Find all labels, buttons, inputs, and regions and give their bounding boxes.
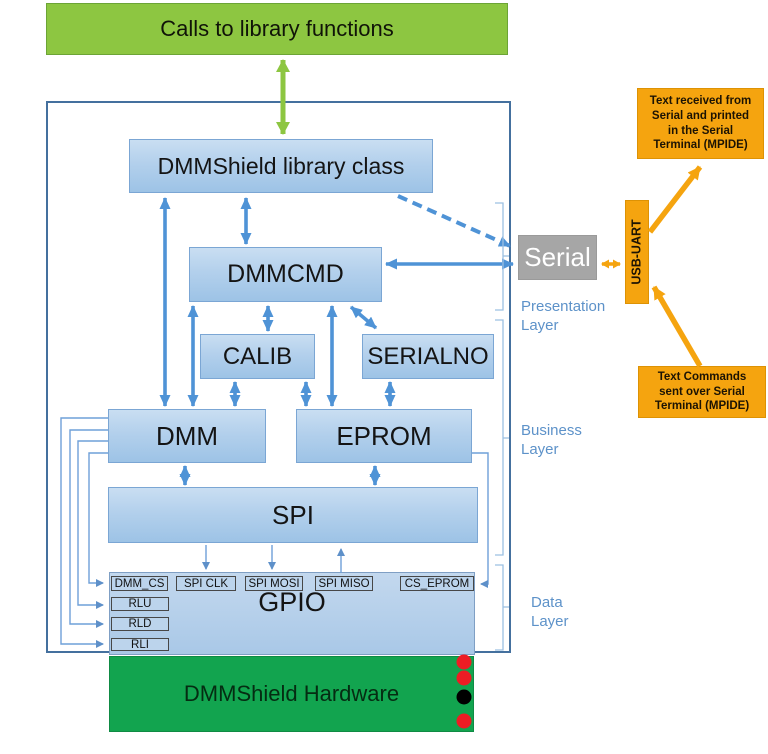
note-commands-line1: Text Commands <box>657 370 747 383</box>
note-commands-line2: sent over Serial <box>659 385 745 398</box>
usb-uart-label: USB-UART <box>630 219 644 285</box>
note-commands-line3: Terminal (MPIDE) <box>654 400 750 413</box>
hardware-label: DMMShield Hardware <box>183 681 400 706</box>
pin-rld: RLD <box>111 617 169 631</box>
pin-spi-miso: SPI MISO <box>315 576 373 591</box>
note-received-line4: Terminal (MPIDE) <box>653 139 748 152</box>
spi-label: SPI <box>272 499 314 530</box>
serial-box: Serial <box>518 235 597 280</box>
note-text-received: Text received from Serial and printed in… <box>637 88 764 159</box>
pin-cs-eprom: CS_EPROM <box>400 576 474 591</box>
calls-to-library-box: Calls to library functions <box>46 3 508 55</box>
orange-arrows <box>601 165 703 368</box>
calib-label: CALIB <box>222 342 293 370</box>
pin-dmm-cs: DMM_CS <box>111 576 168 591</box>
note-received-line3: in the Serial <box>667 124 734 137</box>
gpio-label: GPIO <box>258 587 326 617</box>
library-class-box: DMMShield library class <box>129 139 433 193</box>
eprom-label: EPROM <box>336 420 432 451</box>
serial-label: Serial <box>524 242 591 272</box>
serialno-label: SERIALNO <box>367 342 489 370</box>
note-received-line1: Text received from <box>649 95 752 108</box>
pin-spi-mosi: SPI MOSI <box>245 576 303 591</box>
serialno-box: SERIALNO <box>362 334 494 379</box>
business-layer-label: Business Layer <box>521 422 582 458</box>
dmmcmd-label: DMMCMD <box>227 260 344 288</box>
calls-to-library-label: Calls to library functions <box>160 16 394 41</box>
pin-rlu: RLU <box>111 597 169 611</box>
library-class-label: DMMShield library class <box>157 152 405 179</box>
pin-rli: RLI <box>111 638 169 651</box>
pin-spi-clk: SPI CLK <box>176 576 236 591</box>
calib-box: CALIB <box>200 334 315 379</box>
presentation-layer-label: Presentation Layer <box>521 298 606 334</box>
dmmcmd-box: DMMCMD <box>189 247 382 302</box>
dmm-label: DMM <box>155 420 219 451</box>
hardware-box: DMMShield Hardware <box>109 656 474 732</box>
usb-uart-box: USB-UART <box>625 200 649 304</box>
dmm-box: DMM <box>108 409 266 463</box>
note-text-commands: Text Commands sent over Serial Terminal … <box>638 366 766 418</box>
data-layer-label: Data Layer <box>531 594 569 630</box>
spi-box: SPI <box>108 487 478 543</box>
eprom-box: EPROM <box>296 409 472 463</box>
note-received-line2: Serial and printed <box>651 109 750 122</box>
